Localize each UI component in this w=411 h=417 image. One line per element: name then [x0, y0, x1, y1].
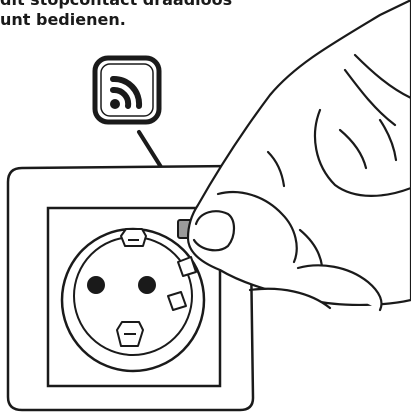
wireless-signal-icon — [95, 58, 159, 122]
earthing-clip-top — [121, 229, 146, 246]
hand-illustration — [188, 0, 411, 310]
socket-hole-right — [138, 276, 156, 294]
socket-hole-left — [87, 276, 105, 294]
earthing-clip-bottom — [117, 322, 143, 346]
